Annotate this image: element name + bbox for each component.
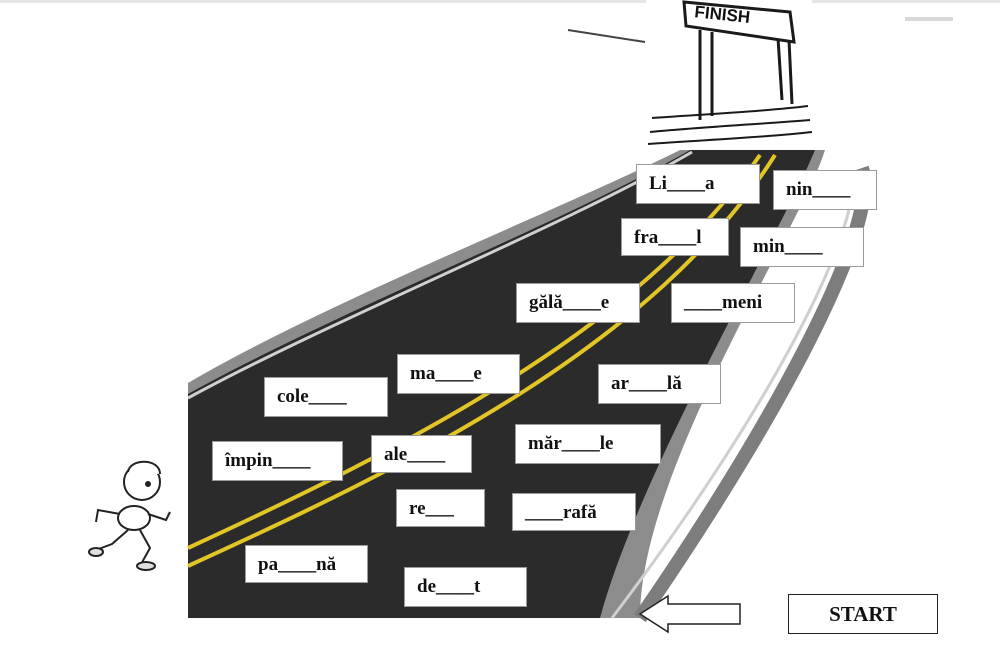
word-text: ma____e [410,363,482,384]
word-text: Li____a [649,173,715,194]
word-text: nin____ [786,179,851,200]
word-text: ar____lă [611,373,682,394]
watermark-mark [905,17,953,21]
word-text: min____ [753,236,823,257]
word-text: ____meni [684,292,763,313]
word-text: de____t [417,576,481,597]
word-card-mae[interactable]: ma____e [397,354,520,394]
word-text: împin____ [225,450,311,471]
word-card-nin[interactable]: nin____ [773,170,877,210]
word-text: fra____l [634,227,702,248]
word-text: cole____ [277,386,347,407]
horizon-line [567,29,646,43]
runner-boy-illustration [88,460,171,571]
word-text: re___ [409,498,455,519]
finish-gate [647,0,813,145]
start-label: START [829,602,897,626]
word-card-re[interactable]: re___ [396,489,485,527]
start-label-box: START [788,594,938,634]
word-card-marle[interactable]: măr____le [515,424,661,464]
road-left-line [187,150,693,400]
word-text: măr____le [528,433,614,454]
word-card-fral[interactable]: fra____l [621,218,729,256]
word-card-impin[interactable]: împin____ [212,441,343,481]
word-card-arla[interactable]: ar____lă [598,364,721,404]
word-text: pa____nă [258,554,337,575]
word-text: ale____ [384,444,446,465]
word-card-meni[interactable]: ____meni [671,283,795,323]
word-text: gălă____e [529,292,610,313]
word-card-galae[interactable]: gălă____e [516,283,640,323]
word-card-min[interactable]: min____ [740,227,864,267]
word-card-rafa[interactable]: ____rafă [512,493,636,531]
word-card-ale[interactable]: ale____ [371,435,472,473]
word-card-pana[interactable]: pa____nă [245,545,368,583]
word-text: ____rafă [525,502,597,523]
word-card-det[interactable]: de____t [404,567,527,607]
left-arrow [638,594,741,634]
word-card-cole[interactable]: cole____ [264,377,388,417]
word-card-lia[interactable]: Li____a [636,164,760,204]
top-border [0,0,1000,3]
